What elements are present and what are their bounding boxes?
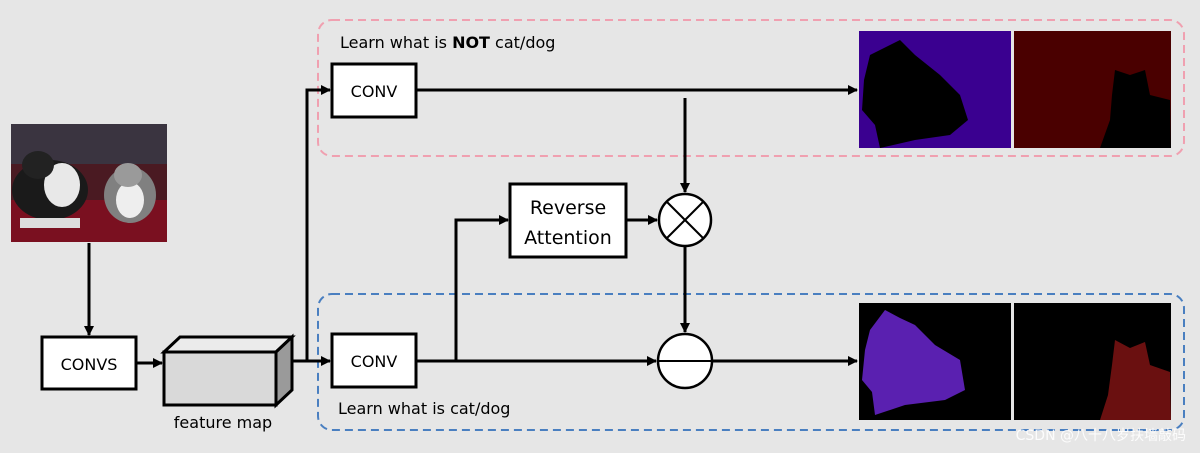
caption-bold: NOT bbox=[452, 33, 490, 52]
arrow-to-reverse-attention bbox=[454, 215, 509, 361]
cat-dog-caption: Learn what is cat/dog bbox=[338, 399, 510, 418]
subtract-icon bbox=[656, 332, 714, 390]
conv-top-block bbox=[330, 62, 418, 119]
caption-prefix: Learn what is bbox=[340, 33, 452, 52]
reverse-attention-line2: Attention bbox=[524, 227, 612, 249]
feature-map-cube bbox=[160, 333, 296, 409]
not-cat-dog-region bbox=[317, 19, 1185, 157]
conv-bottom-label: CONV bbox=[351, 352, 398, 371]
convs-label: CONVS bbox=[61, 355, 118, 374]
watermark: CSDN @八十八岁扶墙敲码 bbox=[1016, 427, 1186, 444]
multiply-icon bbox=[657, 192, 713, 248]
caption-suffix: cat/dog bbox=[490, 33, 555, 52]
connectors bbox=[84, 85, 858, 368]
input-photo bbox=[11, 124, 167, 242]
arrow-feature-to-conv-top bbox=[292, 85, 331, 363]
reverse-attention-block bbox=[508, 182, 628, 259]
conv-bottom-block bbox=[330, 332, 418, 389]
not-cat-dog-caption: Learn what is NOT cat/dog bbox=[340, 33, 555, 52]
top-mask-pair bbox=[859, 31, 1171, 148]
conv-top-label: CONV bbox=[351, 82, 398, 101]
feature-map-label: feature map bbox=[174, 413, 272, 432]
bottom-mask-pair bbox=[859, 303, 1171, 420]
reverse-attention-line1: Reverse bbox=[530, 197, 606, 219]
